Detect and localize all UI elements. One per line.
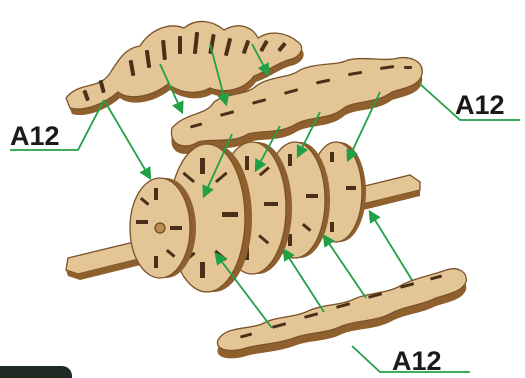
part-a12-bottom [217, 269, 466, 359]
label-a12-left: A12 [10, 121, 60, 151]
front-hub-disk [130, 178, 196, 278]
corner-tab [0, 366, 72, 378]
label-a12-right: A12 [455, 90, 505, 120]
label-a12-bottom: A12 [392, 346, 442, 376]
